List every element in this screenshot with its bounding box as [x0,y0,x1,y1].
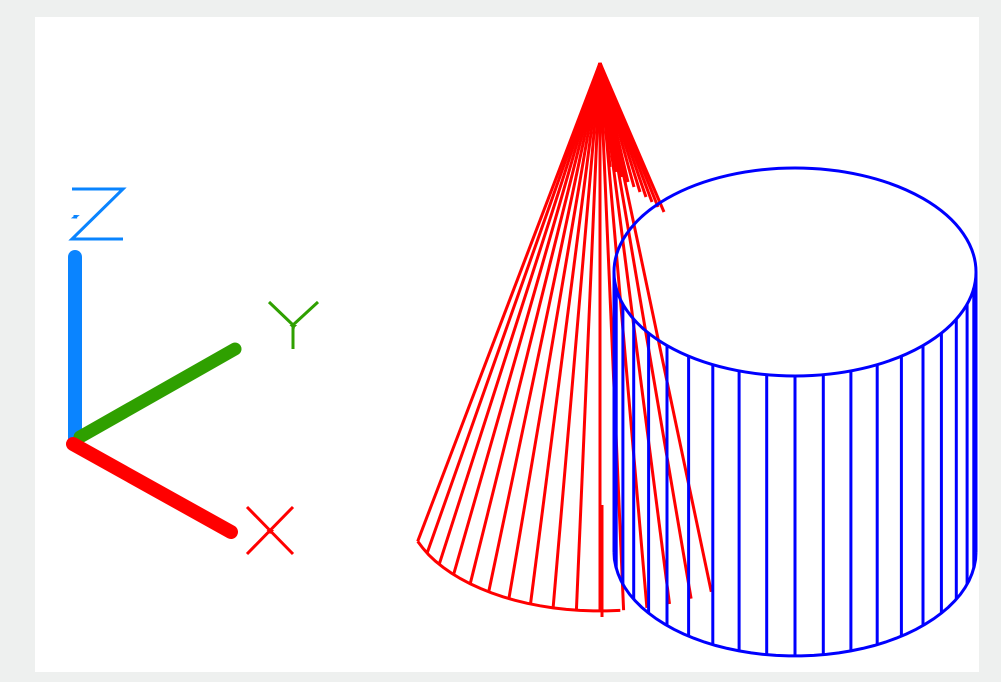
cone-ruling-line [425,62,602,554]
cone-base-edge [416,540,621,613]
svg-text:Z: Z [75,216,76,218]
cone-ruling-line [551,62,602,609]
ucs-axis-icon: Z Y X [66,187,320,556]
x-axis-label: X [245,505,295,556]
y-axis-label: Y [267,300,320,349]
cone-ruling-line [598,62,713,593]
y-axis-line [73,342,242,444]
z-axis-label: Z [68,187,127,241]
3d-scene: Z Y X [66,62,978,658]
cone-ruling-line [507,62,602,599]
cone-ruling-line [416,62,602,542]
cylinder-wireframe [612,166,978,658]
cone-ruling-line [529,62,602,605]
cone-ruling-line [437,62,602,565]
cylinder-top-ellipse [612,166,978,378]
cone-ruling-line [598,62,626,611]
cone-ruling-line [574,62,602,611]
x-axis-line [66,437,238,539]
cone-wireframe [416,62,713,617]
cone-ruling-line [487,62,602,593]
cone-ruling-line [468,62,602,585]
cone-ruling-line [598,62,666,213]
drawing-viewport[interactable]: Z Y X [35,17,979,672]
cone-ruling-line [452,62,602,575]
